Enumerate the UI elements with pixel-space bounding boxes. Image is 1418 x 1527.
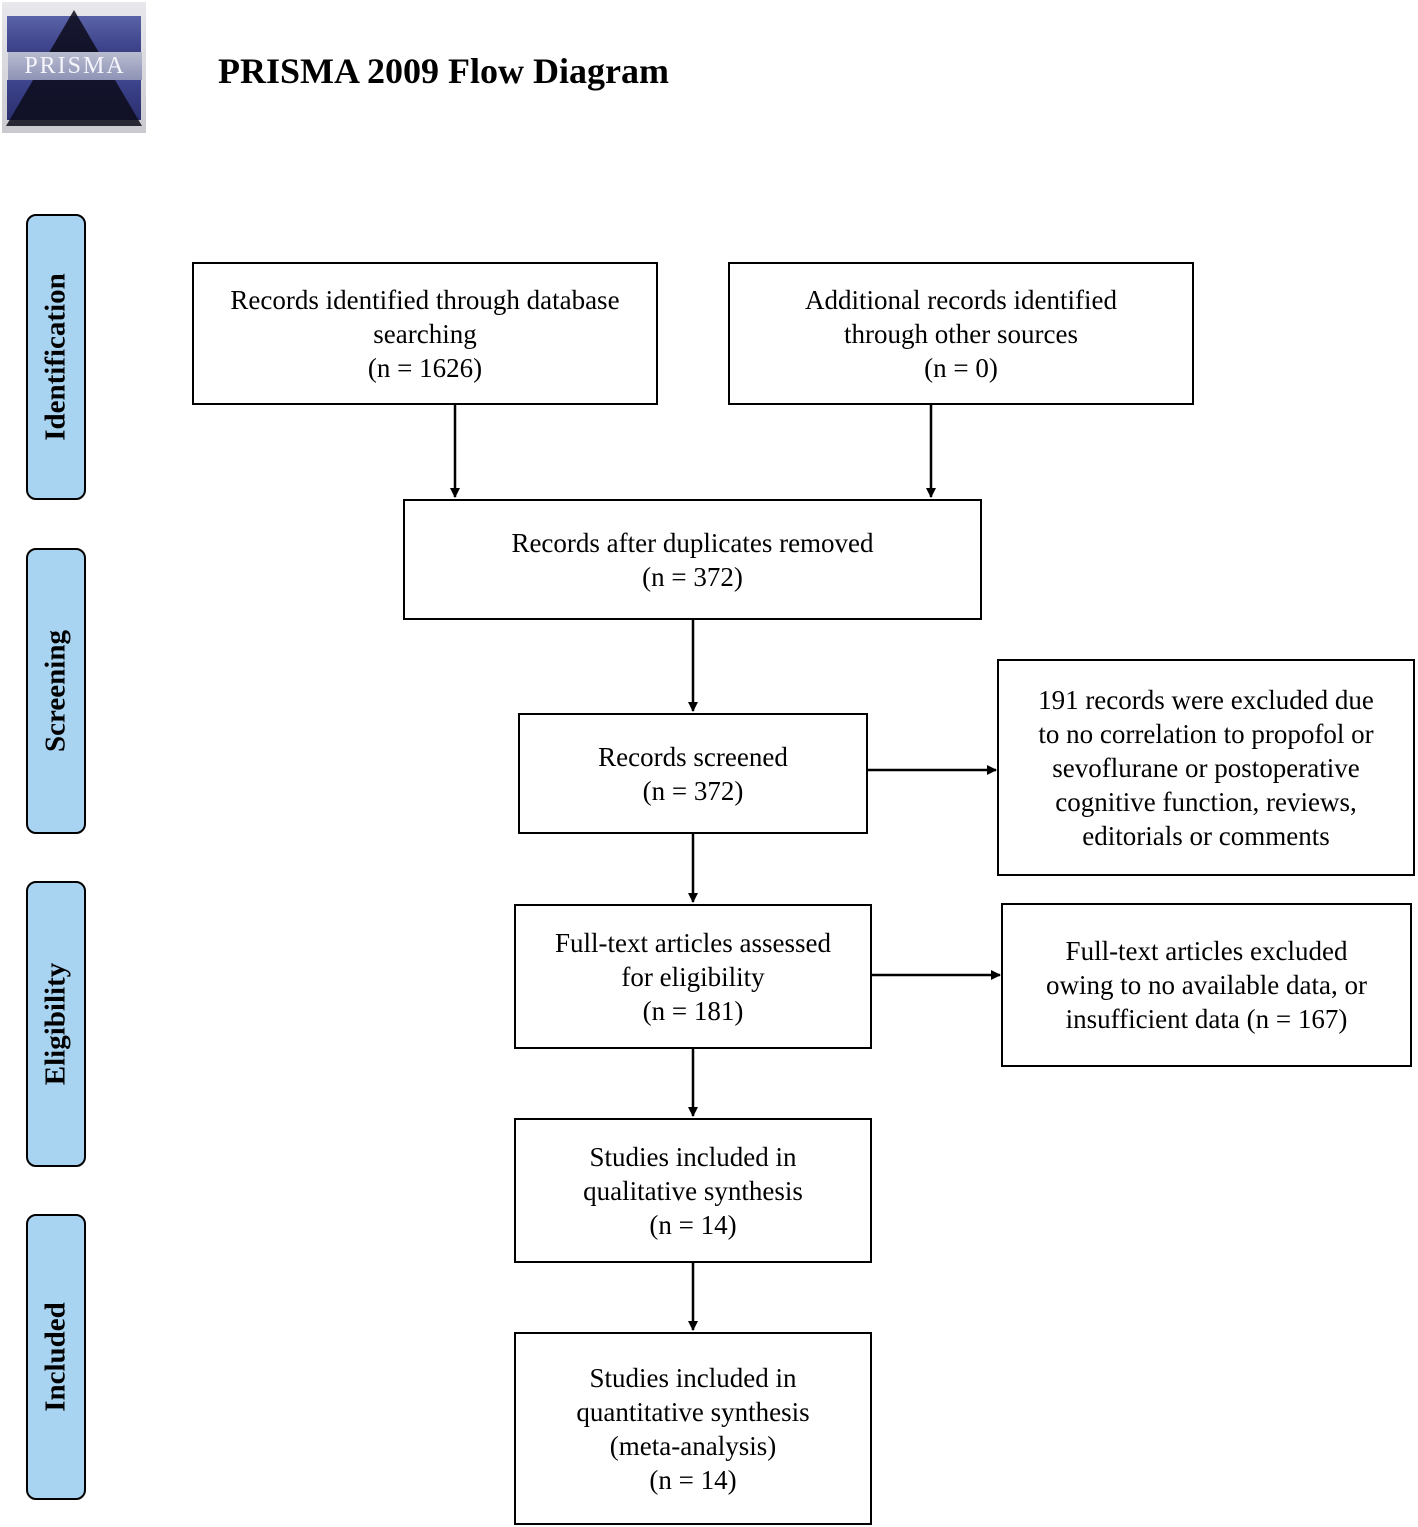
box-text: Additional records identified — [805, 284, 1117, 315]
box-text: to no correlation to propofol or — [1038, 718, 1374, 749]
box-text: Records after duplicates removed — [511, 527, 874, 558]
phase-included: Included — [26, 1214, 86, 1500]
box-text: for eligibility — [621, 961, 765, 992]
box-other-sources: Additional records identified through ot… — [728, 262, 1194, 405]
box-text: 191 records were excluded due — [1038, 684, 1374, 715]
box-text: Records screened — [598, 741, 788, 772]
box-text: quantitative synthesis — [576, 1396, 810, 1427]
phase-identification: Identification — [26, 214, 86, 500]
logo-text: PRISMA — [8, 52, 142, 80]
phase-screening: Screening — [26, 548, 86, 834]
box-text: editorials or comments — [1082, 820, 1330, 851]
box-count: (n = 372) — [642, 775, 744, 806]
box-text: Studies included in — [589, 1362, 797, 1393]
box-quantitative-synthesis: Studies included in quantitative synthes… — [514, 1332, 872, 1525]
box-text: Full-text articles excluded — [1065, 936, 1348, 966]
phase-eligibility: Eligibility — [26, 881, 86, 1167]
box-count: (n = 14) — [649, 1464, 737, 1495]
box-count: (n = 372) — [642, 561, 743, 592]
box-fulltext-excluded: Full-text articles excluded owing to no … — [1001, 903, 1412, 1067]
box-count: (n = 0) — [924, 352, 998, 383]
box-text: sevoflurane or postoperative — [1052, 752, 1360, 783]
box-duplicates-removed: Records after duplicates removed (n = 37… — [403, 499, 982, 620]
box-fulltext-assessed: Full-text articles assessed for eligibil… — [514, 904, 872, 1049]
box-text: qualitative synthesis — [583, 1175, 803, 1206]
box-text: through other sources — [844, 318, 1078, 349]
box-records-excluded: 191 records were excluded due to no corr… — [997, 659, 1415, 876]
box-text: searching — [373, 318, 477, 349]
box-qualitative-synthesis: Studies included in qualitative synthesi… — [514, 1118, 872, 1263]
box-count: (n = 181) — [642, 995, 744, 1026]
box-text: Records identified through database — [230, 284, 620, 315]
box-text: insufficient data (n = 167) — [1065, 1004, 1348, 1034]
box-text: (meta-analysis) — [609, 1430, 777, 1461]
prisma-logo: PRISMA — [2, 2, 146, 133]
box-count: (n = 14) — [649, 1209, 737, 1240]
box-count: (n = 1626) — [367, 352, 483, 383]
box-records-screened: Records screened (n = 372) — [518, 713, 868, 834]
box-text: owing to no available data, or — [1046, 970, 1367, 1000]
box-database-records: Records identified through database sear… — [192, 262, 658, 405]
box-text: Studies included in — [589, 1141, 797, 1172]
diagram-title: PRISMA 2009 Flow Diagram — [218, 51, 669, 91]
box-text: cognitive function, reviews, — [1055, 786, 1357, 817]
box-text: Full-text articles assessed — [555, 927, 831, 958]
